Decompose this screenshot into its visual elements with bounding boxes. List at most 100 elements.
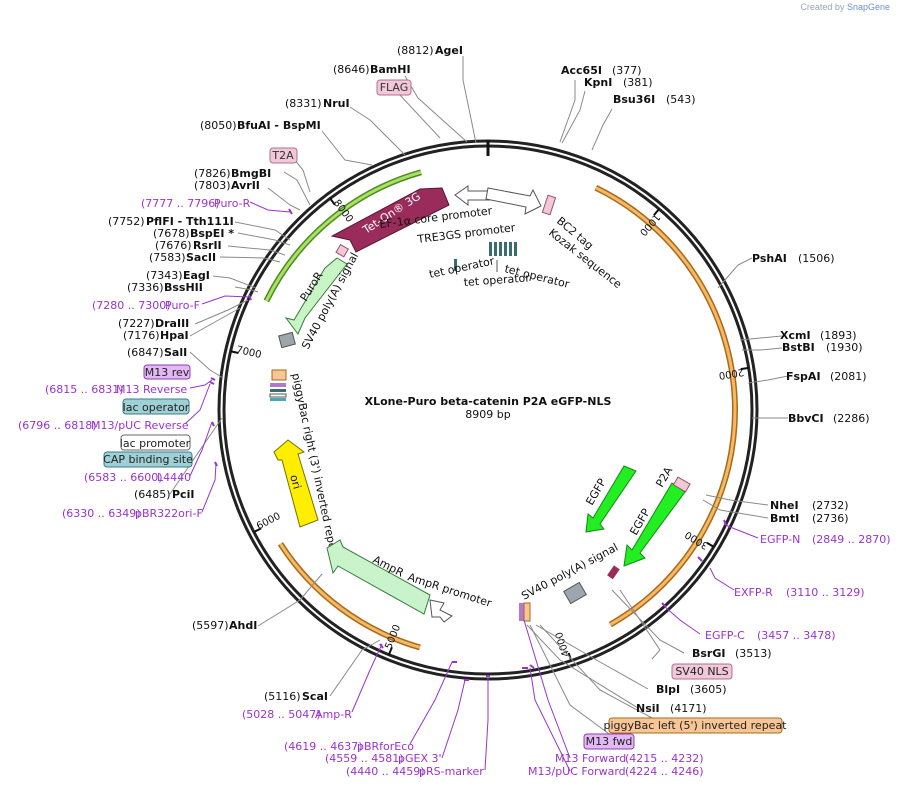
enzyme-sali-pos: (6847) [127, 346, 164, 359]
enzyme-bsrgi: BsrGI [692, 647, 725, 660]
enzyme-kpni-pos: (381) [623, 76, 653, 89]
enzyme-nhei-pos: (2732) [812, 499, 849, 512]
enzyme-pshai: PshAI [752, 252, 787, 265]
primer-m13-reverse-pos: (6815 .. 6831) [45, 383, 124, 396]
primer-l4440-pos: (6583 .. 6600) [84, 471, 163, 484]
primer-leaders [184, 201, 759, 772]
enzyme-scai: ScaI [302, 690, 328, 703]
lac-promoter-label: lac promoter [120, 437, 191, 450]
lac-promoter-mini [269, 393, 287, 398]
primer-m13puc-forward-pos: (4224 .. 4246) [625, 765, 704, 778]
enzyme-nsii: NsiI [636, 702, 660, 715]
egfp-arrow-2 [623, 482, 686, 567]
tet-on-3g-arrow [330, 187, 450, 253]
enzyme-draiii-pos: (7227) [118, 317, 155, 330]
enzyme-bstbi-pos: (1930) [826, 341, 863, 354]
enzyme-agei-pos: (8812) [397, 44, 434, 57]
sv40-nls-box [671, 663, 733, 680]
lac-op-mini [270, 389, 286, 392]
enzyme-rsrii-pos: (7676) [155, 239, 192, 252]
primer-m13-forward-pos: (4215 .. 4232) [625, 752, 704, 765]
backbone-feature-arc-right-fill [595, 186, 737, 626]
p2a-box [672, 476, 691, 493]
tet-on-marker-box [335, 243, 350, 258]
enzyme-nhei: NheI [770, 499, 799, 512]
enzyme-nrui-pos: (8331) [285, 97, 322, 110]
primer-pbr322ori-f: pBR322ori-F [135, 507, 203, 520]
enzyme-bmti-pos: (2736) [812, 512, 849, 525]
enzyme-xcmi: XcmI [780, 329, 811, 342]
enzyme-bfuai: BfuAI - BspMI [237, 119, 321, 132]
lac-promoter-box [120, 434, 191, 451]
primer-egfp-n-pos: (2849 .. 2870) [812, 533, 891, 546]
tick-label: 5000 [383, 623, 403, 651]
primer-puro-f-pos: (7280 .. 7300) [92, 299, 171, 312]
piggybac-right-box [271, 369, 287, 381]
enzyme-nsii-pos: (4171) [670, 702, 707, 715]
primer-m13puc-reverse-pos: (6796 .. 6818) [18, 419, 97, 432]
boxed-labels: FLAG T2A M13 rev lac operator lac promot… [103, 79, 788, 750]
primer-puro-r-pos: (7777 .. 7796) [141, 197, 220, 210]
enzyme-fspai-pos: (2081) [830, 370, 867, 383]
lac-operator-box [122, 398, 190, 415]
m13-fwd-box [583, 733, 635, 750]
enzyme-rsrii: RsrII [193, 239, 222, 252]
enzyme-sacii-pos: (7583) [149, 251, 186, 264]
primer-m13puc-forward: M13/pUC Forward [528, 765, 626, 778]
snapgene-credit: Created by SnapGene [800, 2, 890, 12]
tick-mark [230, 350, 239, 354]
plasmid-length: 8909 bp [465, 408, 510, 421]
primer-pgex3: pGEX 3' [398, 752, 442, 765]
enzyme-hpai: HpaI [160, 329, 189, 342]
enzyme-kpni: KpnI [584, 76, 612, 89]
enzyme-fspai: FspAI [786, 370, 821, 383]
enzyme-eagi: EagI [183, 269, 210, 282]
backbone-feature-arc-green-fill [265, 170, 422, 302]
primer-prs-marker: pRS-marker [419, 765, 484, 778]
enzyme-ahdi-pos: (5597) [192, 619, 229, 632]
tick-mark [329, 197, 336, 206]
primer-m13puc-reverse: M13/pUC Reverse [91, 419, 189, 432]
enzyme-sacii: SacII [186, 251, 216, 264]
enzyme-bsshii: BssHII [164, 281, 203, 294]
primer-pbrforeco-pos: (4619 .. 4637) [284, 740, 363, 753]
enzyme-eagi-pos: (7343) [146, 269, 183, 282]
tick-mark [740, 366, 749, 371]
enzyme-bspei: BspEI * [190, 227, 234, 240]
backbone-feature-arc-right [594, 185, 738, 628]
primer-m13-forward: M13 Forward [555, 752, 626, 765]
piggybac-left-mini [523, 602, 531, 622]
ampr-promoter-arrow [429, 599, 453, 623]
enzyme-bspei-pos: (7678) [153, 227, 190, 240]
enzyme-bbvci: BbvCI [788, 412, 824, 425]
enzyme-bamhi-pos: (8646) [333, 63, 370, 76]
sv40-polya-box-right [563, 581, 587, 605]
tick-label: 2000 [718, 366, 745, 381]
enzyme-pflfi-pos: (7752) [108, 215, 145, 228]
tick-label: 3000 [683, 528, 710, 551]
enzyme-xcmi-pos: (1893) [820, 329, 857, 342]
primer-prs-marker-pos: (4440 .. 4459) [346, 765, 425, 778]
enzyme-pshai-pos: (1506) [798, 252, 835, 265]
piggybac-left-label: piggyBac left (5') inverted repeat [604, 719, 788, 732]
enzyme-bsu36i: Bsu36I [613, 93, 655, 106]
enzyme-labels: (8812) AgeI (8646) BamHI (8331) NruI (80… [108, 44, 870, 715]
primer-pbr322ori-f-pos: (6330 .. 6349) [62, 507, 141, 520]
enzyme-sali: SalI [164, 346, 187, 359]
t2a-box [269, 147, 298, 164]
backbone-feature-arc-left-fill [279, 542, 421, 649]
plasmid-name: XLone-Puro beta-catenin P2A eGFP-NLS [365, 395, 612, 408]
primer-exfp-r-pos: (3110 .. 3129) [786, 586, 865, 599]
enzyme-ahdi: AhdI [229, 619, 257, 632]
enzyme-bmgbi: BmgBI [231, 167, 271, 180]
enzyme-acc65i: Acc65I [561, 64, 602, 77]
puror-arrow [284, 257, 348, 335]
enzyme-draiii: DraIII [155, 317, 189, 330]
leader-lines [169, 56, 789, 743]
enzyme-acc65i-pos: (377) [612, 64, 642, 77]
m13-fwd-mini [519, 603, 524, 621]
enzyme-bamhi: BamHI [370, 63, 411, 76]
enzyme-blpi: BlpI [656, 683, 680, 696]
m13-rev-mini [270, 383, 286, 387]
tre3gs-promoter-arrow [485, 187, 542, 215]
